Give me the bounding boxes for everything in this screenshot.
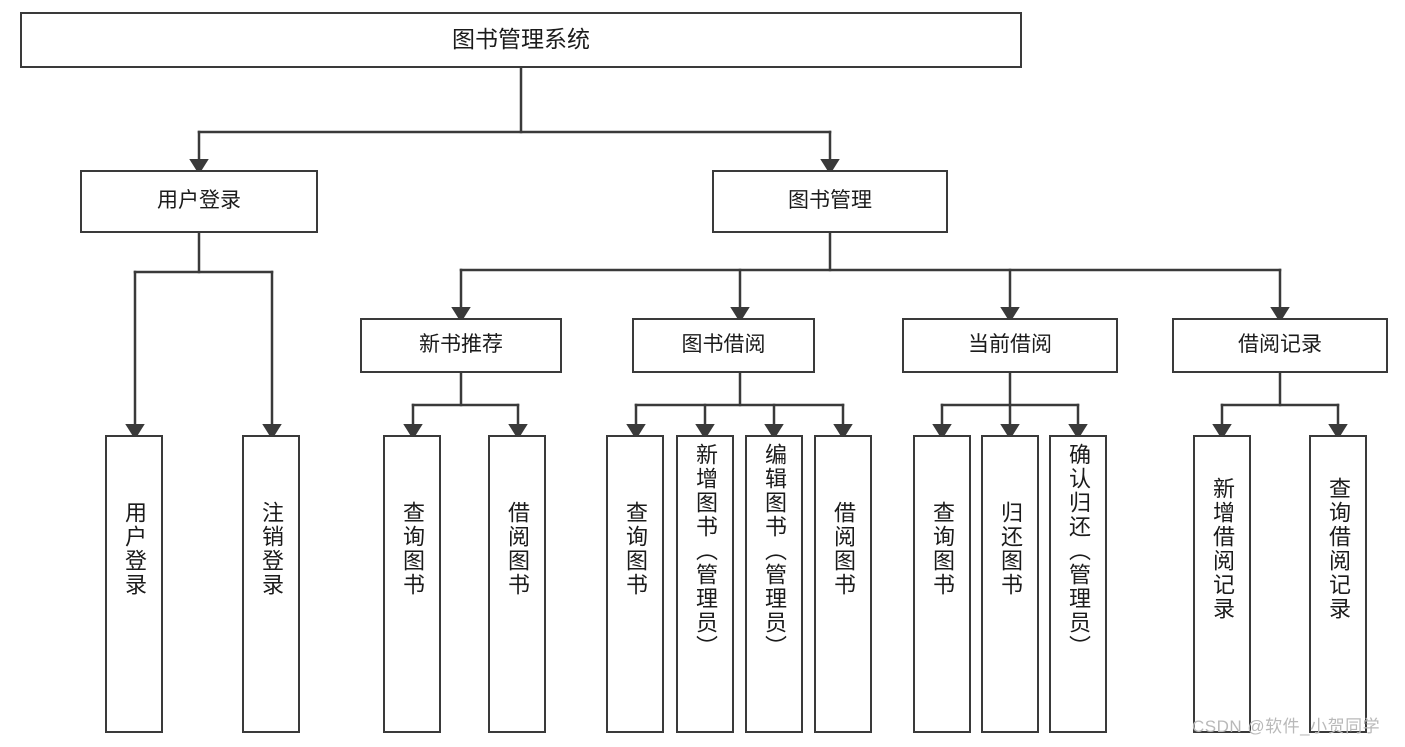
node-current-borrow[interactable]: 当前借阅	[902, 318, 1118, 373]
leaf-query-borrow-record[interactable]: 查询借阅记录	[1309, 435, 1367, 733]
leaf-confirm-return-admin[interactable]: 确认归还（管理员）	[1049, 435, 1107, 733]
node-label: 新增图书（管理员）	[693, 443, 718, 659]
node-label: 查询图书	[623, 501, 648, 597]
node-label: 新书推荐	[419, 333, 503, 357]
node-borrow-records[interactable]: 借阅记录	[1172, 318, 1388, 373]
leaf-query-books-current[interactable]: 查询图书	[913, 435, 971, 733]
node-label: 借阅图书	[505, 501, 530, 597]
leaf-query-books-borrow[interactable]: 查询图书	[606, 435, 664, 733]
leaf-query-books-new[interactable]: 查询图书	[383, 435, 441, 733]
node-root-system[interactable]: 图书管理系统	[20, 12, 1022, 68]
leaf-user-login[interactable]: 用户登录	[105, 435, 163, 733]
leaf-add-book-admin[interactable]: 新增图书（管理员）	[676, 435, 734, 733]
leaf-borrow-books[interactable]: 借阅图书	[814, 435, 872, 733]
node-label: 当前借阅	[968, 333, 1052, 357]
node-label: 确认归还（管理员）	[1066, 443, 1091, 659]
node-label: 用户登录	[157, 189, 241, 213]
node-label: 归还图书	[998, 501, 1023, 597]
node-book-management[interactable]: 图书管理	[712, 170, 948, 233]
node-user-login[interactable]: 用户登录	[80, 170, 318, 233]
node-label: 查询图书	[930, 501, 955, 597]
leaf-borrow-books-new[interactable]: 借阅图书	[488, 435, 546, 733]
node-label: 编辑图书（管理员）	[762, 443, 787, 659]
node-label: 用户登录	[122, 501, 147, 597]
leaf-edit-book-admin[interactable]: 编辑图书（管理员）	[745, 435, 803, 733]
leaf-return-books[interactable]: 归还图书	[981, 435, 1039, 733]
node-label: 注销登录	[259, 501, 284, 597]
node-new-book-recommend[interactable]: 新书推荐	[360, 318, 562, 373]
node-label: 借阅记录	[1238, 333, 1322, 357]
node-label: 借阅图书	[831, 501, 856, 597]
watermark-text: CSDN @软件_小贺同学	[1192, 717, 1381, 736]
node-label: 查询借阅记录	[1326, 477, 1351, 621]
node-book-borrow[interactable]: 图书借阅	[632, 318, 815, 373]
node-label: 图书借阅	[681, 333, 766, 357]
node-label: 图书管理系统	[452, 26, 590, 53]
leaf-user-logout[interactable]: 注销登录	[242, 435, 300, 733]
node-label: 查询图书	[400, 501, 425, 597]
leaf-add-borrow-record[interactable]: 新增借阅记录	[1193, 435, 1251, 733]
node-label: 图书管理	[788, 189, 872, 213]
node-label: 新增借阅记录	[1210, 477, 1235, 621]
